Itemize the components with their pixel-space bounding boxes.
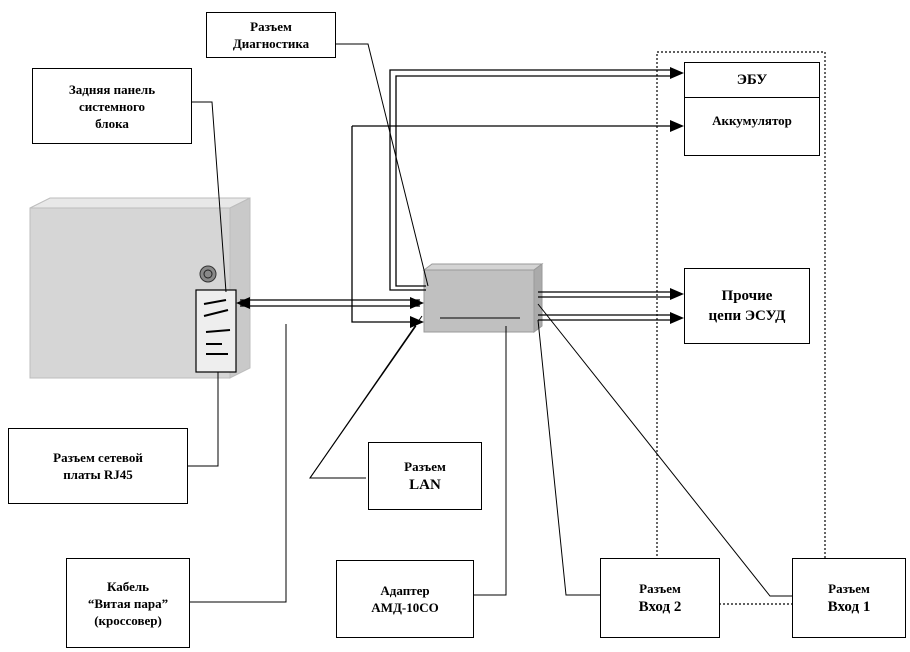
- label-line: Прочие: [721, 288, 773, 304]
- label-line: Вход 2: [638, 598, 682, 615]
- label-line: Диагностика: [232, 36, 310, 51]
- label-line: Разъем: [404, 458, 446, 474]
- label-line: цепи ЭСУД: [708, 308, 786, 324]
- label-line: системного: [78, 98, 146, 114]
- esud-boundary: [656, 51, 826, 605]
- arrow-adapter-to-pc: [236, 297, 250, 309]
- arrow-to-battery: [670, 120, 684, 132]
- arrow-to-other-2: [670, 312, 684, 324]
- arrow-to-other-1: [670, 288, 684, 300]
- label-line: Разъем: [828, 580, 870, 596]
- battery-label: Аккумулятор: [712, 113, 792, 128]
- label-line: Адаптер: [380, 583, 430, 598]
- wiring: [240, 69, 676, 323]
- pc-system-unit: [29, 197, 251, 379]
- label-line: Задняя панель: [68, 81, 156, 97]
- label-rear-panel: Задняя панель системного блока: [32, 68, 192, 144]
- label-line: “Витая пара”: [87, 595, 169, 611]
- block-ecu: ЭБУ Аккумулятор: [684, 62, 820, 156]
- ecu-label: ЭБУ: [736, 72, 768, 88]
- label-diagnostics-connector: Разъем Диагностика: [206, 12, 336, 58]
- label-twisted-pair-cable: Кабель “Витая пара” (кроссовер): [66, 558, 190, 648]
- label-input-1: Разъем Вход 1: [792, 558, 906, 638]
- label-lan-connector: Разъем LAN: [368, 442, 482, 510]
- arrow-pc-to-adapter: [410, 297, 424, 309]
- label-line: Разъем сетевой: [53, 450, 143, 465]
- label-line: платы RJ45: [63, 467, 133, 482]
- label-line: Разъем: [639, 580, 681, 596]
- block-other-circuits: Прочие цепи ЭСУД: [684, 268, 810, 344]
- label-line: блока: [95, 115, 129, 131]
- ecu-header: ЭБУ: [685, 63, 819, 98]
- label-adapter: Адаптер АМД-10СО: [336, 560, 474, 638]
- adapter-device: [422, 263, 544, 333]
- label-line: АМД-10СО: [371, 600, 439, 615]
- label-line: LAN: [409, 476, 441, 493]
- label-line: Вход 1: [827, 598, 871, 615]
- battery-row: Аккумулятор: [685, 86, 819, 155]
- label-input-2: Разъем Вход 2: [600, 558, 720, 638]
- arrowheads: [236, 67, 684, 328]
- label-line: (кроссовер): [94, 612, 162, 628]
- label-line: Кабель: [106, 578, 150, 594]
- label-rj45-connector: Разъем сетевой платы RJ45: [8, 428, 188, 504]
- arrow-to-ecu: [670, 67, 684, 79]
- leader-lines: [188, 43, 792, 603]
- label-line: Разъем: [250, 19, 292, 34]
- arrow-battery-to-adapter: [410, 316, 424, 328]
